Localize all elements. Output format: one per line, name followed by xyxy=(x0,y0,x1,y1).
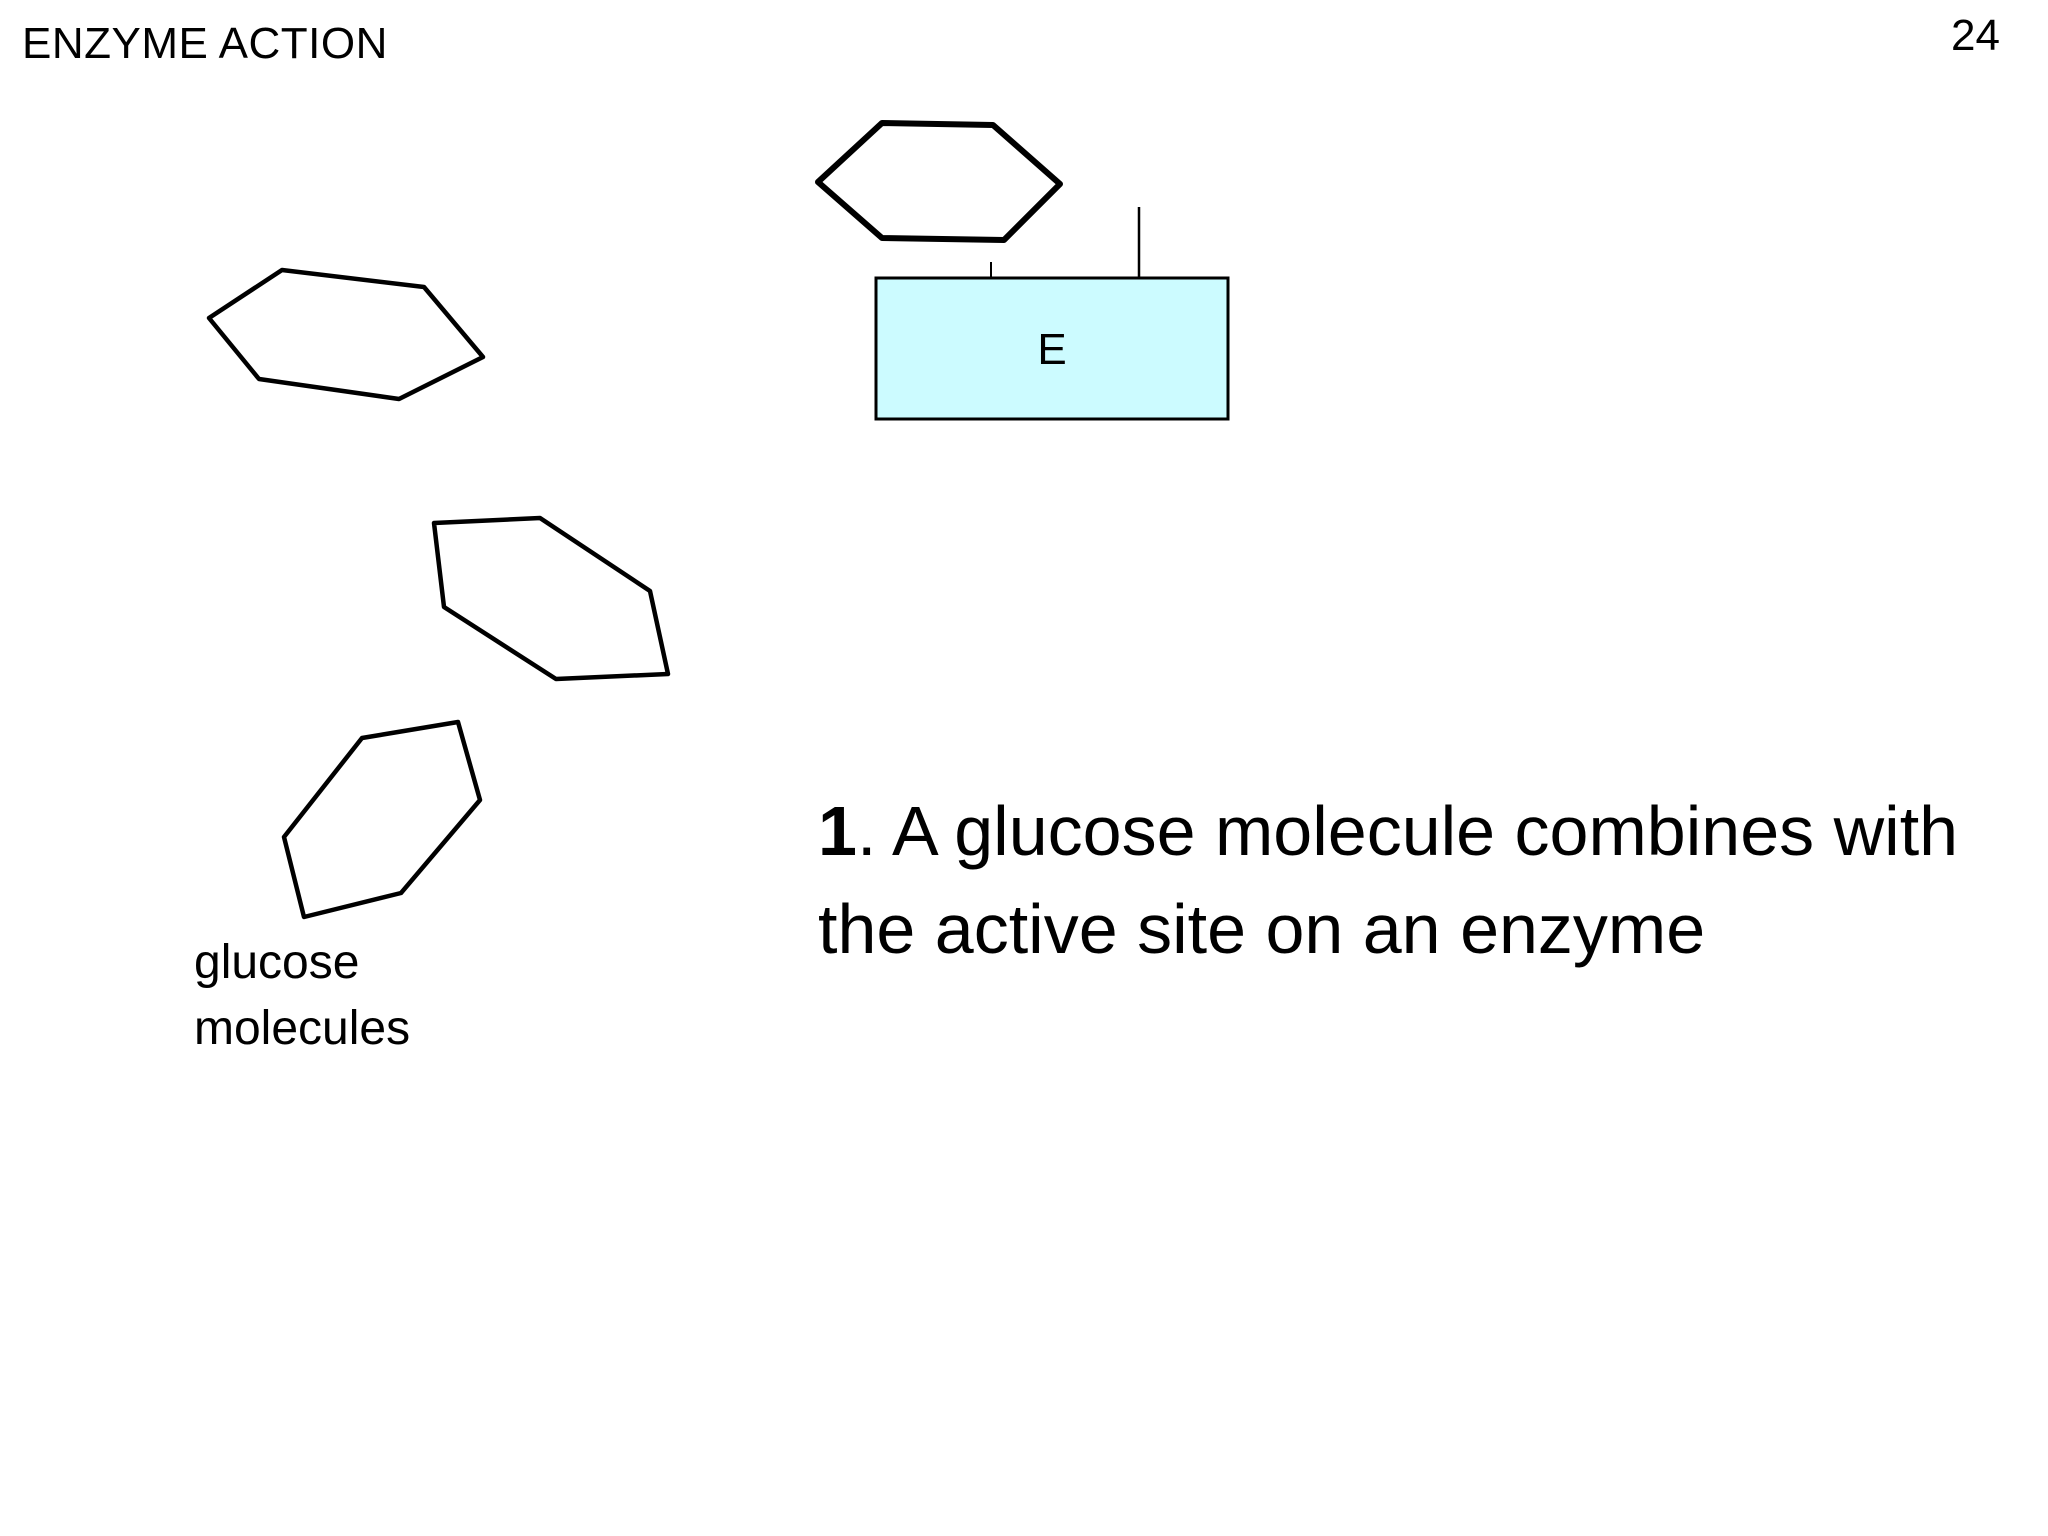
enzyme-label: E xyxy=(1037,325,1066,374)
slide-title: ENZYME ACTION xyxy=(22,19,388,68)
enzyme-block xyxy=(874,276,1230,421)
glucose-molecule-approaching xyxy=(815,120,1063,243)
glucose-molecule-2 xyxy=(431,515,671,682)
step-text: . A glucose molecule combines with the a… xyxy=(818,792,1959,968)
slide-number: 24 xyxy=(1951,11,2000,60)
glucose-molecule-3 xyxy=(281,719,483,920)
glucose-molecules-label: glucose molecules xyxy=(194,930,494,1062)
glucose-molecule-1 xyxy=(206,267,486,402)
glucose-label-line1: glucose xyxy=(194,936,360,989)
glucose-label-line2: molecules xyxy=(194,1002,411,1055)
step-number: 1 xyxy=(818,792,857,870)
step-caption: 1. A glucose molecule combines with the … xyxy=(818,782,2038,978)
